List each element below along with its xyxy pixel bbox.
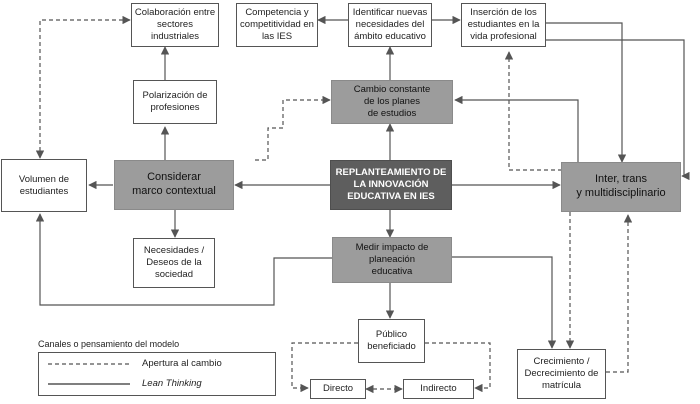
node-necesidades: Necesidades / Deseos de la sociedad [133,238,215,288]
node-crecimiento: Crecimiento / Decrecimiento de matrícula [517,349,606,399]
node-replanteamiento: REPLANTEAMIENTO DE LA INNOVACIÓN EDUCATI… [330,160,452,210]
node-identificar: Identificar nuevas necesidades del ámbit… [348,3,432,47]
edge-inter-to-cambio [454,95,579,162]
legend-title: Canales o pensamiento del modelo [38,339,180,349]
edge-publico-to-indirecto [425,342,491,393]
edge-inter-to-insercion [504,51,562,171]
node-considerar: Considerar marco contextual [114,160,234,210]
edge-insercion-to-inter [537,22,627,163]
node-directo: Directo [310,379,366,399]
edge-publico-to-directo [291,342,358,393]
legend-solid-label: Lean Thinking [142,378,202,389]
node-volumen: Volumen de estudiantes [1,159,87,212]
edge-crecimiento-to-inter [606,214,633,373]
edge-considerar-to-cambio [255,95,331,161]
node-competencia: Competencia y competitividad en las IES [236,3,318,47]
edge-medir-to-volumen [35,213,332,306]
legend-dashed-label: Apertura al cambio [142,358,222,369]
node-medir: Medir impacto de planeación educativa [332,237,452,283]
edge-colaboracion-volumen [35,15,131,159]
node-polarizacion: Polarización de profesiones [133,80,217,124]
node-inter: Inter, trans y multidisciplinario [561,162,681,212]
legend-box [38,352,276,396]
edge-medir-to-crecimiento [452,256,557,349]
node-indirecto: Indirecto [403,379,474,399]
node-cambio: Cambio constante de los planes de estudi… [331,80,453,124]
node-insercion: Inserción de los estudiantes en la vida … [461,3,546,47]
node-publico: Público beneficiado [358,319,425,363]
edge-identificar-to-inter [540,39,690,181]
node-colaboracion: Colaboración entre sectores industriales [131,3,219,47]
